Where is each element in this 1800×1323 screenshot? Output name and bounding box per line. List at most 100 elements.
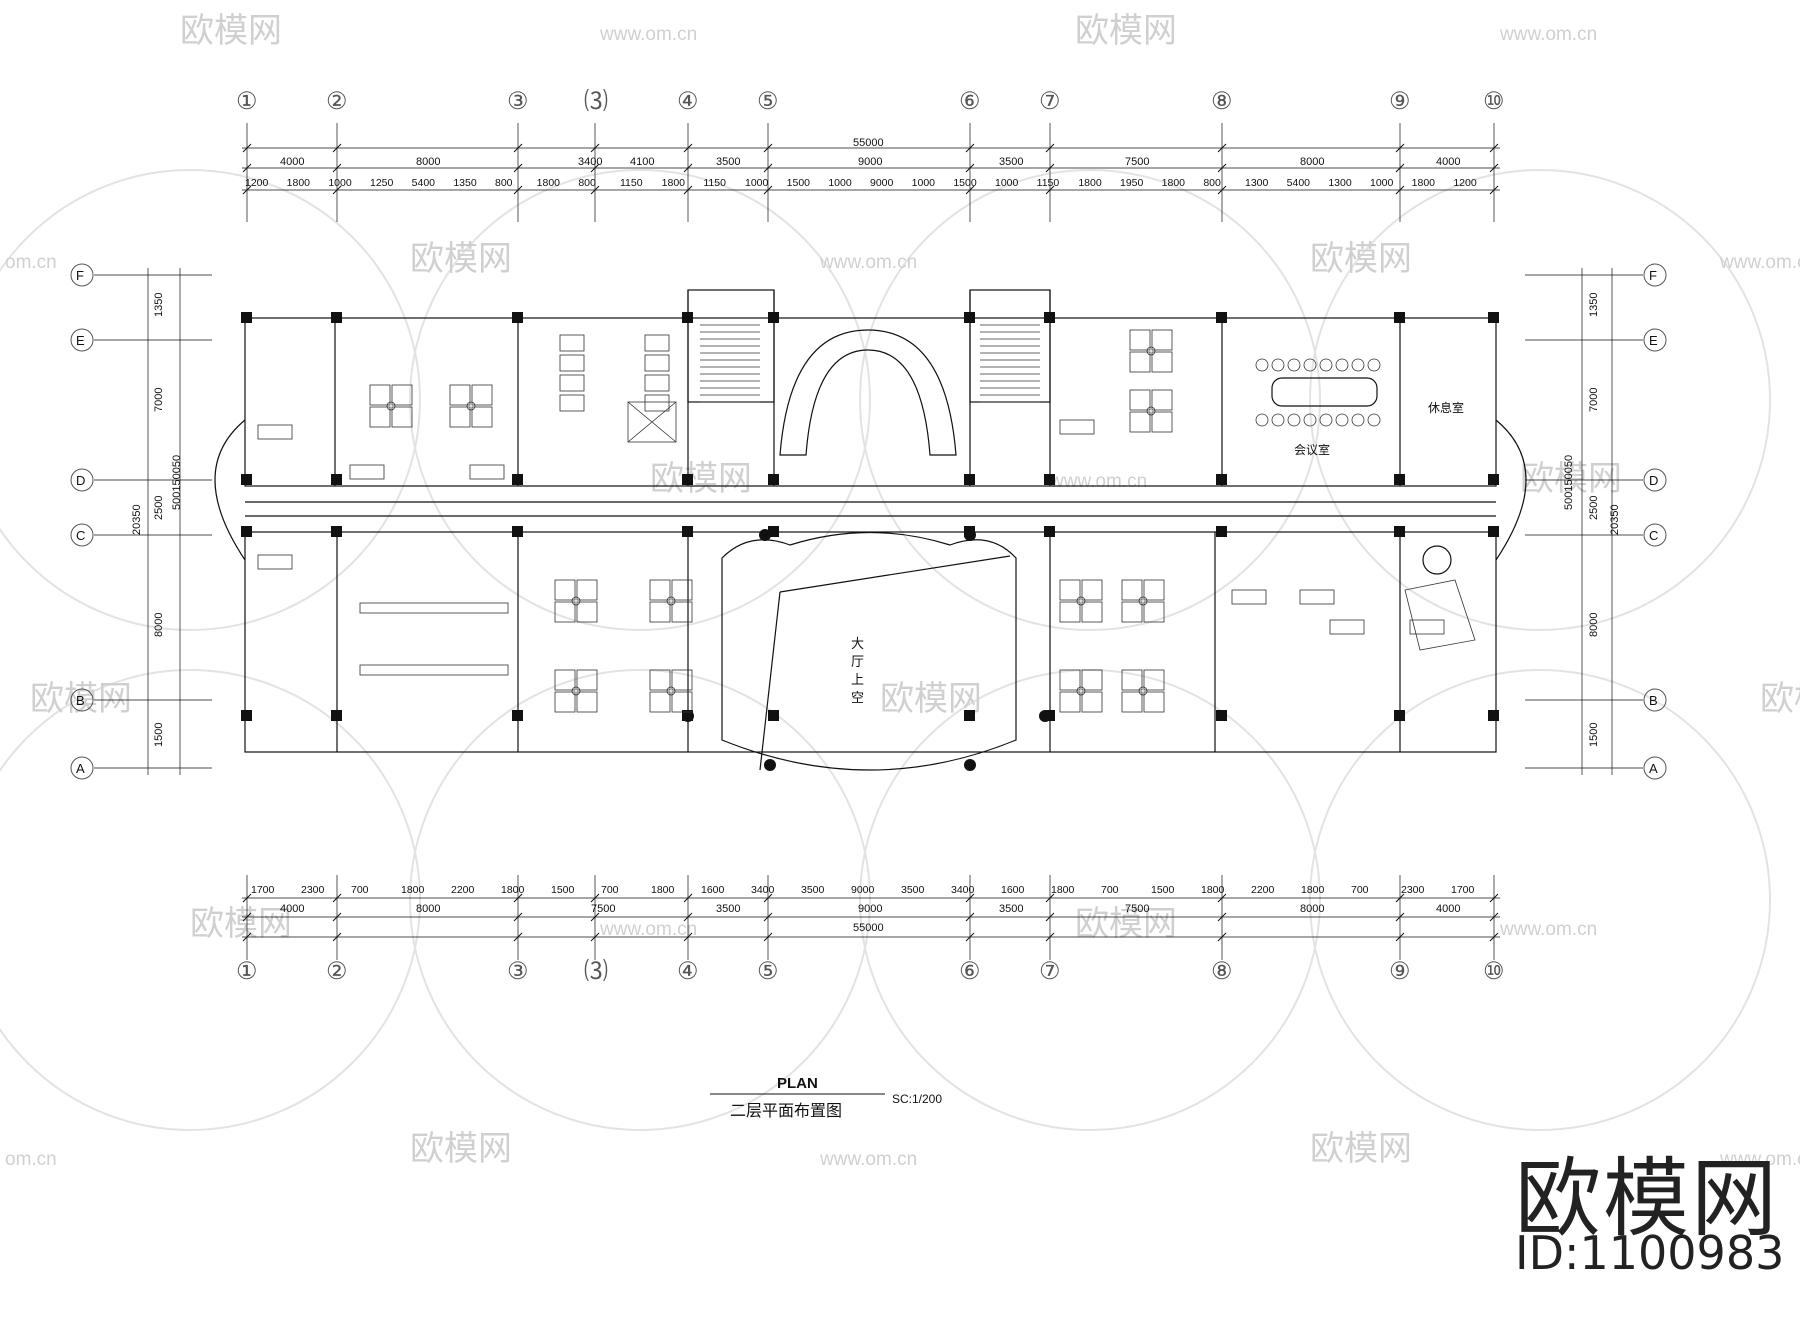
watermark-logo: 欧模网 bbox=[1520, 460, 1622, 498]
dim-bottom-row2: 4000 bbox=[1436, 903, 1460, 915]
sofa bbox=[1409, 619, 1445, 635]
column bbox=[1216, 710, 1227, 721]
lobby-label-char: 空 bbox=[851, 690, 864, 705]
desk bbox=[671, 691, 693, 713]
desk bbox=[649, 691, 671, 713]
round-column bbox=[759, 529, 771, 541]
dim-bottom-row1: 700 bbox=[1101, 884, 1119, 896]
dim-bottom-row1: 1700 bbox=[1451, 884, 1475, 896]
axis-label-column: ⑧ bbox=[1211, 88, 1233, 115]
watermark-url: www.om.cn bbox=[1719, 252, 1800, 273]
dim-top-row2: 4000 bbox=[280, 156, 304, 168]
dim-top-row3: 800 bbox=[1203, 177, 1221, 189]
dim-side-right: 1500 bbox=[1588, 723, 1600, 747]
round-table bbox=[1422, 545, 1452, 575]
column bbox=[241, 474, 252, 485]
dim-top-row3: 1150 bbox=[1037, 177, 1060, 189]
dim-top-row3: 1000 bbox=[328, 177, 352, 189]
sofa bbox=[1059, 419, 1095, 435]
dim-bottom-row1: 3500 bbox=[801, 884, 825, 896]
dim-top-row2: 4100 bbox=[630, 156, 654, 168]
dim-top-row3: 1250 bbox=[370, 177, 394, 189]
toilet-stall bbox=[559, 374, 585, 392]
axis-label-column: ④ bbox=[677, 958, 699, 985]
dim-top-row3: 1300 bbox=[1328, 177, 1352, 189]
watermark-logo: 欧模网 bbox=[650, 460, 752, 498]
toilet-stall bbox=[559, 334, 585, 352]
chair bbox=[1138, 596, 1148, 606]
axis-label-row: A bbox=[76, 761, 85, 776]
dim-top-row3: 1500 bbox=[953, 177, 977, 189]
toilet-stall bbox=[559, 394, 585, 412]
axis-bubble-row bbox=[1643, 468, 1667, 492]
dim-top-row3: 1200 bbox=[1453, 177, 1477, 189]
dim-bottom-row1: 1700 bbox=[251, 884, 275, 896]
furniture-layout bbox=[257, 329, 1476, 713]
chair bbox=[1146, 346, 1156, 356]
dim-top-row3: 1150 bbox=[703, 177, 726, 189]
toilet-stall bbox=[559, 354, 585, 372]
sofa bbox=[1231, 589, 1267, 605]
dim-bottom-row2: 8000 bbox=[1300, 903, 1324, 915]
axis-label-column: ⑤ bbox=[757, 958, 779, 985]
dim-overall-left: 20350 bbox=[131, 504, 143, 535]
column bbox=[1216, 474, 1227, 485]
watermark-logo: 欧模网 bbox=[30, 680, 132, 718]
chair bbox=[571, 686, 581, 696]
column bbox=[512, 526, 523, 537]
axis-label-row: D bbox=[76, 473, 85, 488]
desk bbox=[1081, 669, 1103, 691]
dim-bottom-row2: 3500 bbox=[999, 903, 1023, 915]
column bbox=[241, 312, 252, 323]
dim-bottom-row1: 1800 bbox=[1301, 884, 1325, 896]
column bbox=[1216, 526, 1227, 537]
desk bbox=[1129, 411, 1151, 433]
dim-top-row3: 800 bbox=[578, 177, 596, 189]
axis-label-column: ① bbox=[236, 958, 258, 985]
axis-bubble-row bbox=[1643, 523, 1667, 547]
dim-bottom-row1: 1800 bbox=[1201, 884, 1225, 896]
sofa bbox=[349, 464, 385, 480]
desk bbox=[649, 601, 671, 623]
dim-top-row3: 1000 bbox=[1370, 177, 1394, 189]
room-label-lounge: 休息室 bbox=[1428, 400, 1464, 415]
desk bbox=[576, 691, 598, 713]
dim-bottom-row2: 3500 bbox=[716, 903, 740, 915]
chair bbox=[1287, 358, 1301, 372]
desk bbox=[1121, 579, 1143, 601]
chair bbox=[386, 401, 396, 411]
dim-bottom-row1: 1600 bbox=[701, 884, 725, 896]
dim-top-row3: 1800 bbox=[287, 177, 311, 189]
stair-treads bbox=[700, 324, 1040, 403]
dim-side-right: 7000 bbox=[1588, 388, 1600, 412]
axis-label-row: C bbox=[1649, 528, 1658, 543]
sofa bbox=[469, 464, 505, 480]
dim-top-row2: 3500 bbox=[999, 156, 1023, 168]
brand-watermark-id: ID:1100983 bbox=[1515, 1226, 1785, 1280]
dim-bottom-row2: 7500 bbox=[1125, 903, 1149, 915]
dim-bottom-row2: 4000 bbox=[280, 903, 304, 915]
axis-label-row: A bbox=[1649, 761, 1658, 776]
chair bbox=[1335, 413, 1349, 427]
axis-label-row: B bbox=[1649, 693, 1658, 708]
watermark-url: www.om.cn bbox=[1719, 1149, 1800, 1170]
plan-subtitle: 二层平面布置图 bbox=[730, 1102, 842, 1120]
column bbox=[1044, 474, 1055, 485]
round-column bbox=[682, 710, 694, 722]
workbench bbox=[359, 602, 509, 614]
column bbox=[1216, 312, 1227, 323]
desk bbox=[1151, 411, 1173, 433]
watermark-texts: 欧模网欧模网欧模网欧模网欧模网欧模网欧模网欧模网欧模网欧模网欧模网欧模网欧模网w… bbox=[5, 12, 1800, 1170]
dim-side-right: 1350 bbox=[1588, 293, 1600, 317]
dim-bottom-row2: 9000 bbox=[858, 903, 882, 915]
chair bbox=[666, 686, 676, 696]
building-structure bbox=[214, 289, 1527, 771]
desk bbox=[1129, 389, 1151, 411]
dim-bottom-row1: 700 bbox=[1351, 884, 1369, 896]
axis-label-column: ⑨ bbox=[1389, 958, 1411, 985]
dim-top-row3: 1800 bbox=[1162, 177, 1186, 189]
desk bbox=[369, 406, 391, 428]
dim-bottom-row1: 2200 bbox=[451, 884, 475, 896]
axis-label-row: C bbox=[76, 528, 85, 543]
